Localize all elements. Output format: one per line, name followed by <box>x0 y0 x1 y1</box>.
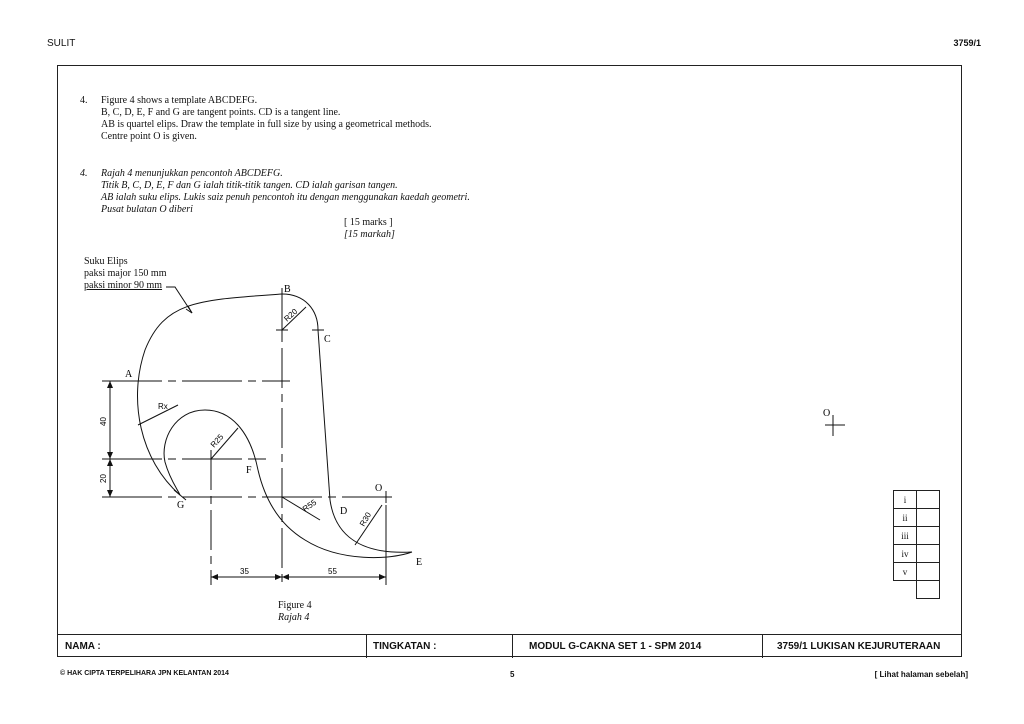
question-line: Pusat bulatan O diberi <box>101 204 193 215</box>
question-text-ms: Rajah 4 menunjukkan pencontoh ABCDEFG. T… <box>101 168 470 216</box>
score-spacer <box>894 581 917 599</box>
figure-caption-en: Figure 4 <box>278 600 312 611</box>
arc-r30 <box>329 499 413 553</box>
given-center-label: O <box>823 408 830 419</box>
radius-line-r55 <box>281 496 321 521</box>
question-line: B, C, D, E, F and G are tangent points. … <box>101 107 341 118</box>
footer-modul: MODUL G-CAKNA SET 1 - SPM 2014 <box>513 635 763 658</box>
dim-label-55: 55 <box>328 567 337 576</box>
question-number-en: 4. <box>80 95 88 106</box>
score-total-cell[interactable] <box>916 580 940 599</box>
ellipse-note-line: Suku Elips <box>84 256 128 267</box>
footer-tingkatan: TINGKATAN : <box>367 635 513 658</box>
dim-arrow <box>379 574 386 580</box>
ellipse-leader-arrow <box>185 305 193 314</box>
score-label: v <box>893 562 917 581</box>
marks-ms: [15 markah] <box>344 229 395 240</box>
score-cell[interactable] <box>916 508 940 527</box>
outer-ellipse-curve <box>137 293 283 496</box>
point-label-g: G <box>177 500 184 511</box>
point-label-d: D <box>340 506 347 517</box>
score-label: i <box>893 490 917 509</box>
header-code: 3759/1 <box>953 38 981 48</box>
question-line: Titik B, C, D, E, F dan G ialah titik-ti… <box>101 180 398 191</box>
arc-r25 <box>163 409 259 496</box>
page-number: 5 <box>510 670 515 679</box>
question-line: Rajah 4 menunjukkan pencontoh ABCDEFG. <box>101 168 283 179</box>
dim-arrow <box>107 452 113 459</box>
next-page-note: [ Lihat halaman sebelah] <box>874 670 968 679</box>
radius-label-r55: R55 <box>301 498 319 514</box>
arc-r55 <box>257 469 413 558</box>
radius-line-rx <box>137 404 179 426</box>
radius-line-r30 <box>354 504 383 546</box>
radius-line-r20 <box>281 306 307 331</box>
radius-line-r25 <box>210 427 239 460</box>
ellipse-note: Suku Elips paksi major 150 mm paksi mino… <box>84 256 167 292</box>
point-label-f: F <box>246 465 252 476</box>
marks-en: [ 15 marks ] <box>344 217 393 228</box>
dim-arrow <box>107 459 113 466</box>
score-label: iv <box>893 544 917 563</box>
ellipse-note-line: paksi minor 90 mm <box>84 280 163 291</box>
question-line: Centre point O is given. <box>101 131 197 142</box>
score-cell[interactable] <box>916 526 940 545</box>
score-cell[interactable] <box>916 562 940 581</box>
footer-nama: NAMA : <box>57 635 367 658</box>
dim-arrow <box>282 574 289 580</box>
radius-label-r20: R20 <box>282 307 299 324</box>
cross-marker <box>173 489 187 501</box>
point-label-o: O <box>375 483 382 494</box>
dim-label-35: 35 <box>240 567 249 576</box>
arc-r20 <box>281 293 319 331</box>
dim-arrow <box>107 490 113 497</box>
tangent-line-cd <box>317 329 331 501</box>
footer-subject: 3759/1 LUKISAN KEJURUTERAAN <box>777 641 941 652</box>
score-cell[interactable] <box>916 490 940 509</box>
footer-bar: NAMA : TINGKATAN : MODUL G-CAKNA SET 1 -… <box>57 634 962 658</box>
question-line: AB ialah suku elips. Lukis saiz penuh pe… <box>101 192 470 203</box>
point-label-c: C <box>324 334 331 345</box>
ellipse-note-line: paksi major 150 mm <box>84 268 167 279</box>
score-box: i ii iii iv v <box>893 490 940 599</box>
dim-arrow <box>211 574 218 580</box>
score-label: iii <box>893 526 917 545</box>
question-number-ms: 4. <box>80 168 88 179</box>
question-line: Figure 4 shows a template ABCDEFG. <box>101 95 258 106</box>
radius-label-rx: Rx <box>158 402 168 411</box>
score-cell[interactable] <box>916 544 940 563</box>
dim-arrow <box>275 574 282 580</box>
figure-caption-ms: Rajah 4 <box>278 612 310 623</box>
dim-label-40: 40 <box>99 417 108 426</box>
point-label-b: B <box>284 284 291 295</box>
ellipse-leader <box>166 286 193 314</box>
dim-label-20: 20 <box>99 474 108 483</box>
score-label: ii <box>893 508 917 527</box>
point-label-a: A <box>125 369 133 380</box>
point-label-e: E <box>416 557 422 568</box>
question-line: AB is quartel elips. Draw the template i… <box>101 119 432 130</box>
radius-label-r30: R30 <box>358 510 373 528</box>
dim-arrow <box>107 381 113 388</box>
question-frame <box>57 65 962 657</box>
copyright-text: © HAK CIPTA TERPELIHARA JPN KELANTAN 201… <box>60 670 229 677</box>
question-text-en: Figure 4 shows a template ABCDEFG. B, C,… <box>101 95 431 143</box>
header-sulit: SULIT <box>47 38 76 49</box>
radius-label-r25: R25 <box>209 432 226 449</box>
